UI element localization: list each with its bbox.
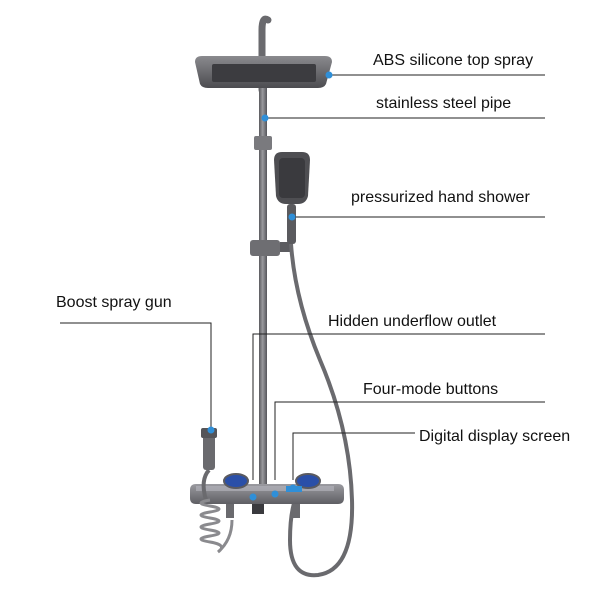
hose — [287, 243, 355, 578]
label-top-spray: ABS silicone top spray — [373, 52, 534, 69]
leader-lines — [60, 74, 545, 480]
upper-collar — [254, 136, 272, 150]
main-pipe — [259, 80, 267, 500]
label-boost-gun: Boost spray gun — [56, 294, 172, 311]
rain-head-nozzles — [212, 64, 316, 82]
label-hand-shower: pressurized hand shower — [351, 189, 530, 206]
underflow-outlet — [252, 504, 264, 514]
label-underflow: Hidden underflow outlet — [328, 313, 497, 330]
slide-bracket — [250, 240, 280, 256]
label-display: Digital display screen — [419, 428, 571, 445]
shower-arm — [258, 15, 272, 94]
hand-shower — [274, 152, 310, 244]
label-pipe: stainless steel pipe — [376, 95, 512, 112]
left-mode-button — [223, 473, 249, 489]
label-buttons: Four-mode buttons — [363, 381, 499, 398]
right-mode-button — [295, 473, 321, 489]
spray-gun-coil — [199, 498, 234, 554]
control-shelf — [190, 484, 344, 504]
marker-dots — [207, 71, 333, 501]
